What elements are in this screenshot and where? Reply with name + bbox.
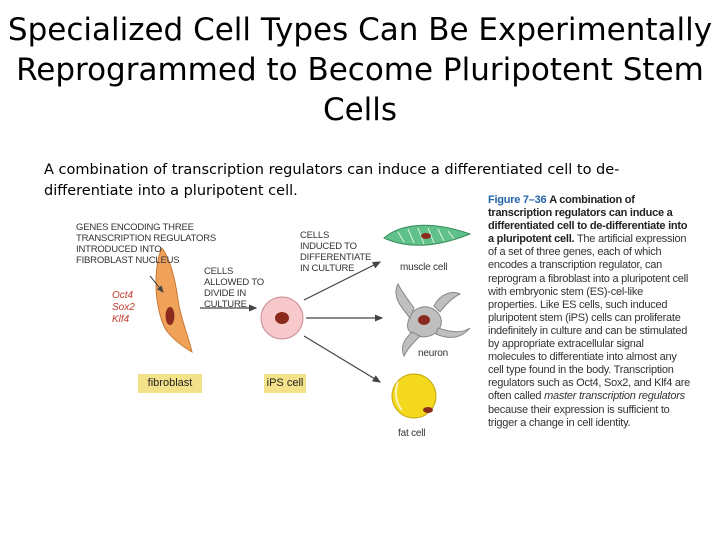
gene-klf4: Klf4 bbox=[112, 314, 135, 326]
label-muscle-cell: muscle cell bbox=[400, 262, 447, 273]
figure-caption: Figure 7–36 A combination of transcripti… bbox=[488, 194, 693, 430]
gene-oct4: Oct4 bbox=[112, 290, 135, 302]
fibroblast-nucleus bbox=[166, 307, 175, 325]
label-fat-cell: fat cell bbox=[398, 428, 425, 439]
caption-body-2: because their expression is sufficient t… bbox=[488, 404, 670, 429]
label-divide: CELLS ALLOWED TO DIVIDE IN CULTURE bbox=[204, 266, 274, 310]
label-genes: GENES ENCODING THREE TRANSCRIPTION REGUL… bbox=[76, 222, 216, 266]
label-differentiate: CELLS INDUCED TO DIFFERENTIATE IN CULTUR… bbox=[300, 230, 370, 274]
muscle-nucleus bbox=[421, 233, 431, 239]
caption-body-1: The artificial expression of a set of th… bbox=[488, 233, 690, 402]
gene-sox2: Sox2 bbox=[112, 302, 135, 314]
neuron-cell bbox=[396, 284, 470, 356]
gene-list: Oct4 Sox2 Klf4 bbox=[112, 290, 135, 326]
caption-italic-term: master transcription regulators bbox=[544, 390, 685, 402]
tag-fibroblast: fibroblast bbox=[138, 374, 202, 393]
ips-to-fat-arrow bbox=[304, 336, 380, 382]
caption-figure-number: Figure 7–36 bbox=[488, 194, 546, 206]
tag-ips-cell: iPS cell bbox=[264, 374, 306, 393]
fat-nucleus bbox=[423, 407, 433, 413]
neuron-nucleus bbox=[418, 315, 430, 325]
label-neuron: neuron bbox=[418, 348, 448, 359]
ips-nucleus bbox=[275, 312, 289, 324]
